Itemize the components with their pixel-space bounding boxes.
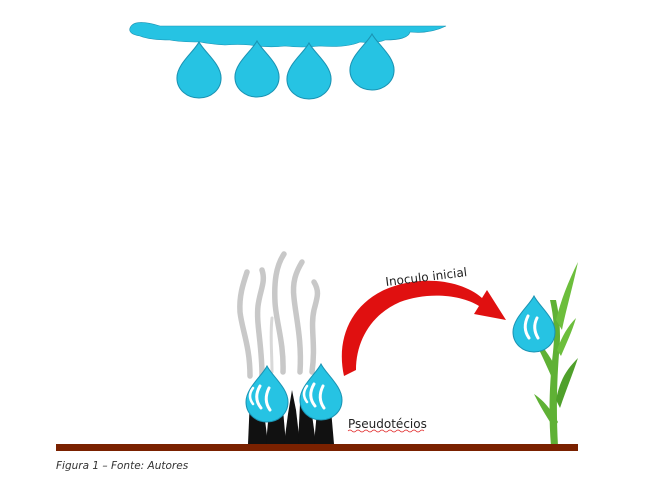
- soil-line: [56, 444, 578, 451]
- plant-drop: [512, 295, 556, 353]
- pseudothecium: [284, 390, 300, 444]
- rain-cloud: [129, 22, 447, 100]
- cloud-icon: [129, 22, 447, 48]
- raindrop-icon: [176, 41, 222, 99]
- pseudothecia-drops: [245, 363, 343, 423]
- curved-arrow-icon: [341, 280, 506, 376]
- figure-caption: Figura 1 – Fonte: Autores: [56, 460, 189, 472]
- raindrop-icon: [234, 40, 280, 98]
- plant-icon: [549, 300, 560, 446]
- pseudotecios-label: Pseudotécios: [348, 417, 427, 431]
- raindrop-icon: [286, 42, 332, 100]
- plant: [530, 262, 578, 446]
- spellcheck-underline: [347, 429, 425, 433]
- spore-wisps: [237, 251, 321, 379]
